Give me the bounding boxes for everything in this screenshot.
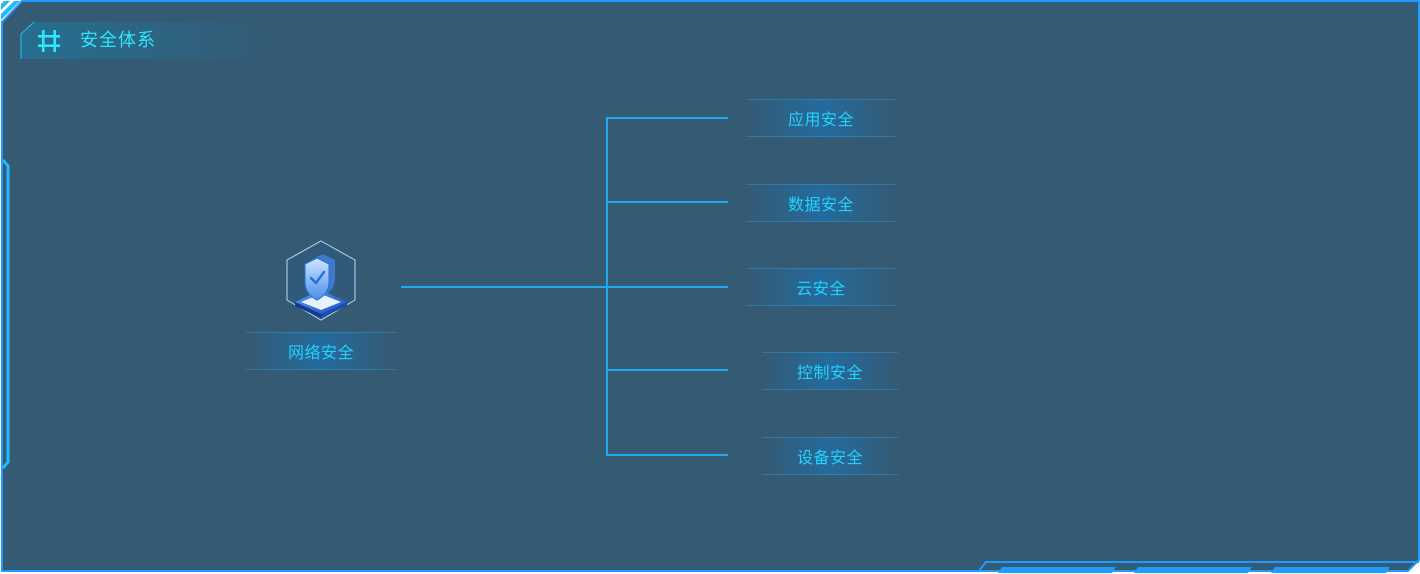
branch-node-5: 设备安全 bbox=[762, 437, 898, 475]
hash-grid-icon bbox=[38, 30, 60, 52]
branch-node-label: 设备安全 bbox=[796, 448, 863, 467]
corner-stripes bbox=[1, 1, 20, 20]
branch-node-4: 控制安全 bbox=[762, 352, 898, 390]
title-bar bbox=[20, 21, 285, 60]
security-shield-icon bbox=[286, 240, 356, 321]
branch-node-3: 云安全 bbox=[746, 268, 896, 306]
branch-node-1: 应用安全 bbox=[746, 99, 896, 137]
panel-title: 安全体系 bbox=[80, 30, 156, 51]
left-edge-accent bbox=[1, 159, 10, 469]
branch-node-label: 控制安全 bbox=[796, 363, 863, 382]
bottom-accent-bar bbox=[977, 561, 1419, 573]
root-node-label-text: 网络安全 bbox=[287, 343, 354, 362]
branch-node-label: 应用安全 bbox=[787, 110, 854, 129]
branch-node-2: 数据安全 bbox=[746, 184, 896, 222]
connector-lines bbox=[401, 117, 728, 456]
root-node-label: 网络安全 bbox=[246, 332, 396, 370]
branch-node-label: 数据安全 bbox=[787, 195, 854, 214]
branch-node-label: 云安全 bbox=[796, 279, 846, 298]
